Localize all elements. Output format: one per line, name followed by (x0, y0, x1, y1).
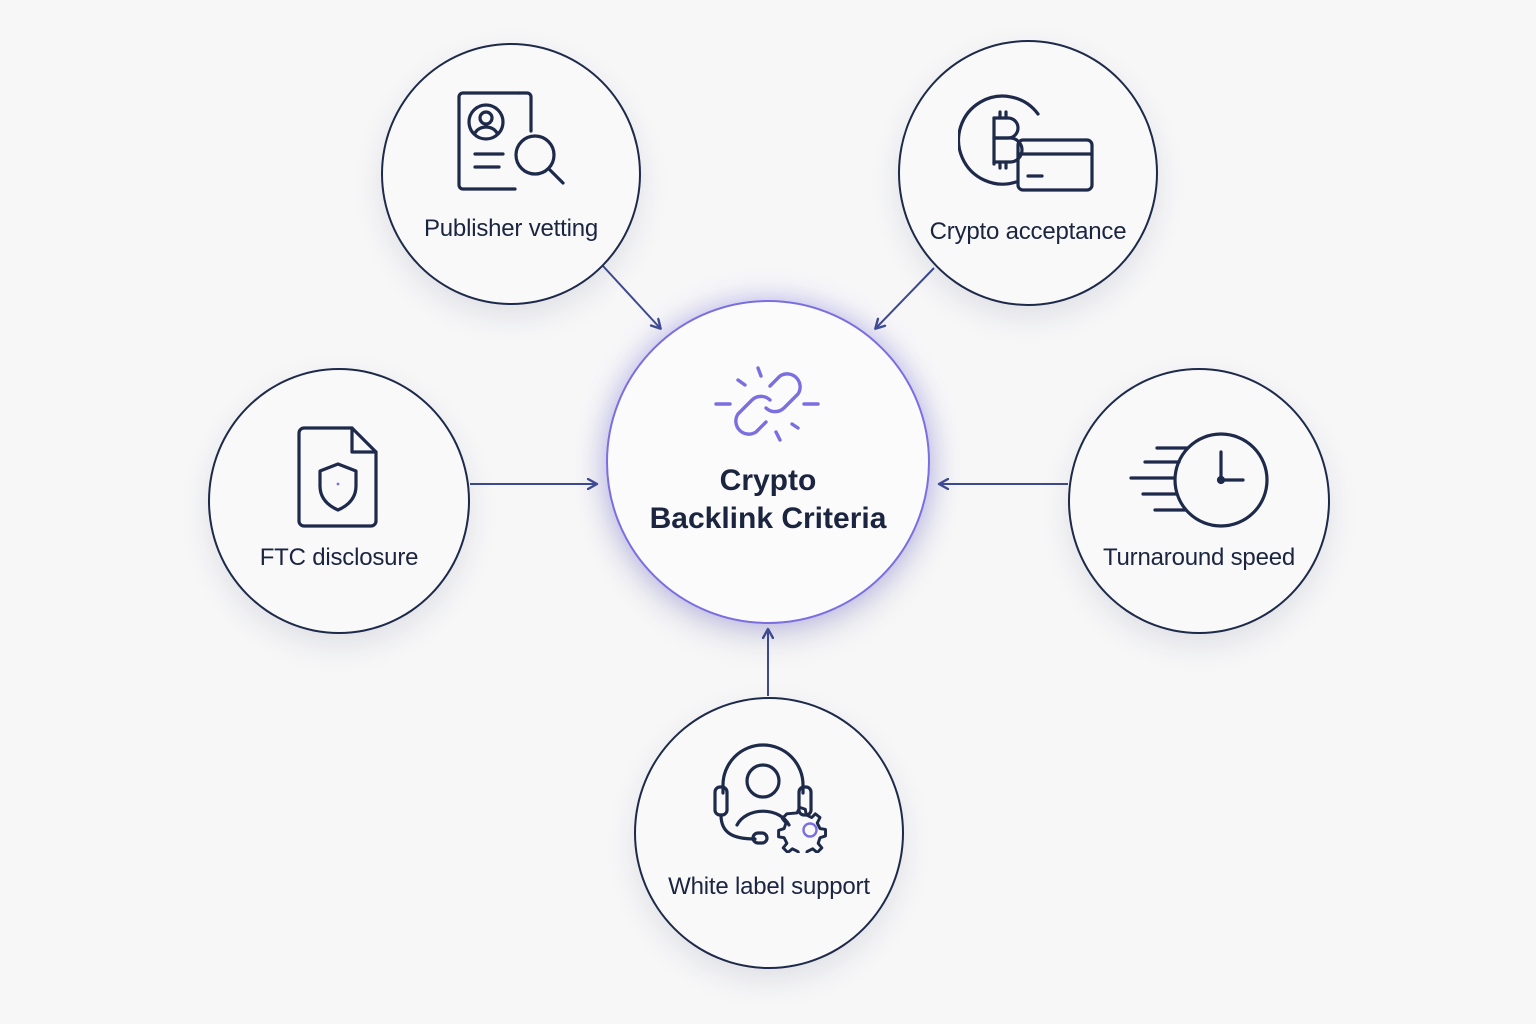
node-ftc-disclosure: FTC disclosure (208, 368, 470, 634)
node-label: Publisher vetting (423, 215, 599, 242)
node-crypto-acceptance: Crypto acceptance (898, 40, 1158, 306)
node-label: White label support (668, 873, 870, 900)
arrow-crypto-acceptance (876, 267, 935, 328)
central-hub: Crypto Backlink Criteria (606, 300, 930, 624)
node-label: FTC disclosure (259, 544, 419, 571)
node-label: Crypto acceptance (929, 218, 1127, 245)
node-white-label-support: White label support (634, 697, 904, 969)
node-publisher-vetting: Publisher vetting (381, 43, 641, 305)
bitcoin-card-icon (956, 90, 1098, 199)
profile-document-search-icon (451, 89, 571, 198)
hub-title: Crypto Backlink Criteria (608, 462, 928, 538)
arrow-publisher-vetting (602, 265, 660, 328)
fast-clock-icon (1127, 428, 1271, 535)
node-turnaround-speed: Turnaround speed (1068, 368, 1330, 634)
node-label: Turnaround speed (1102, 544, 1296, 571)
shield-document-icon (294, 424, 384, 535)
headset-gear-icon (709, 743, 829, 859)
hub-title-line2: Backlink Criteria (649, 502, 887, 535)
hub-title-line1: Crypto (719, 464, 817, 497)
broken-link-icon (708, 360, 828, 453)
